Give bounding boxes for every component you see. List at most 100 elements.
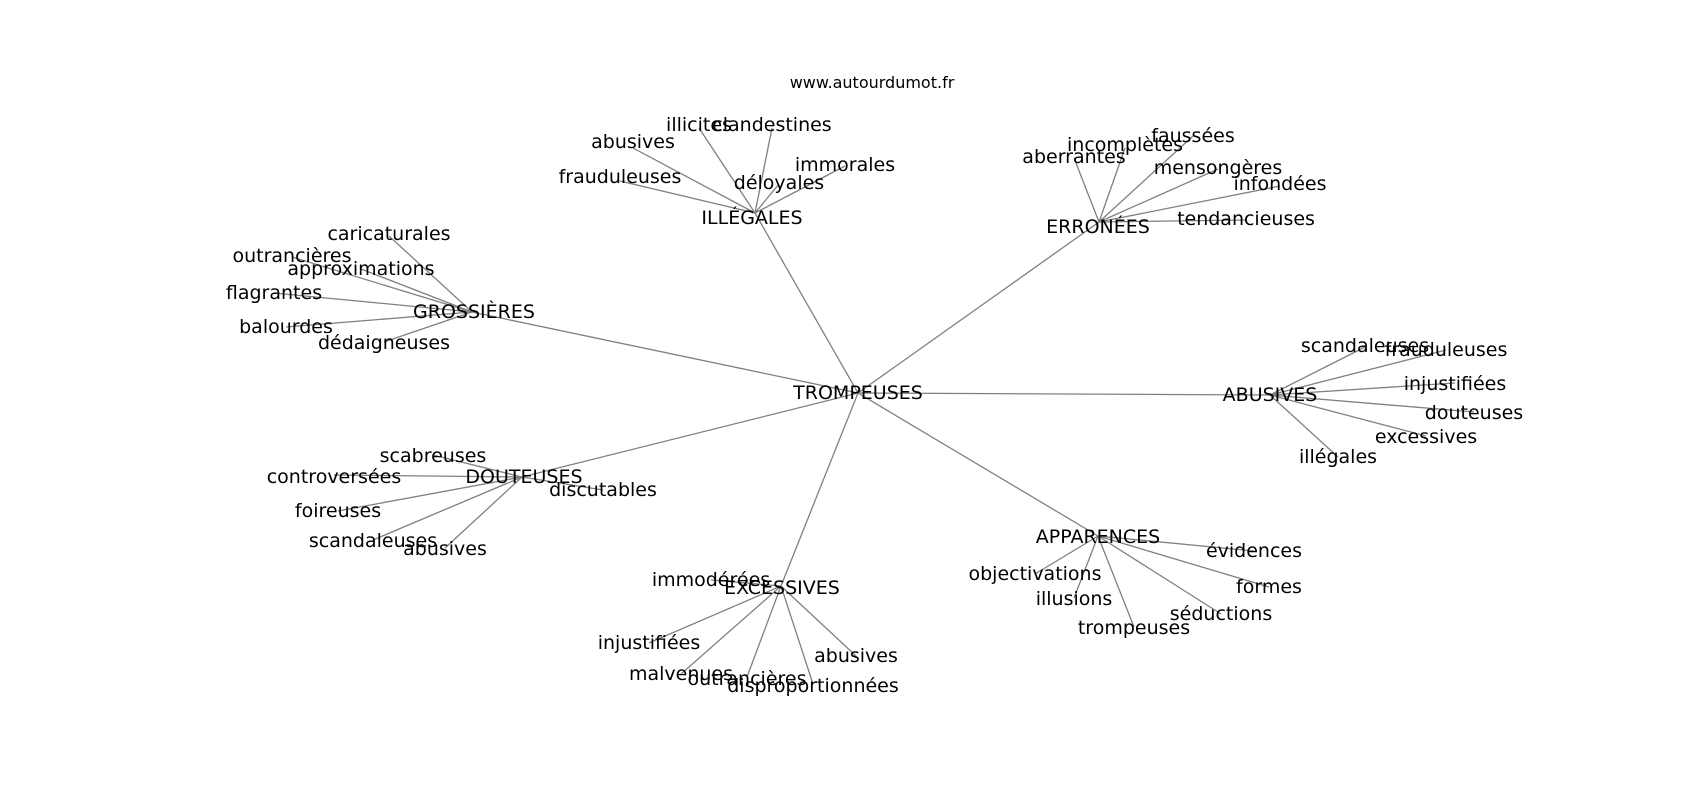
edge-group-6-leaf-5 (780, 585, 814, 685)
edge-group-3-leaf-2 (1269, 382, 1456, 396)
edge-group-1-leaf-0 (1073, 157, 1100, 223)
leaf-node-label[interactable]: immorales (795, 154, 895, 176)
edge-group-2-leaf-5 (383, 311, 473, 343)
leaf-node-label[interactable]: excessives (1375, 426, 1477, 448)
leaf-node-label[interactable]: trompeuses (1078, 617, 1190, 639)
edge-group-1-leaf-5 (1098, 219, 1247, 223)
edge-group-3-leaf-5 (1269, 394, 1339, 458)
leaf-node-label[interactable]: foireuses (295, 500, 381, 522)
edge-group-2-leaf-3 (273, 292, 473, 313)
leaf-node-label[interactable]: approximations (287, 258, 434, 280)
edge-group-6-leaf-0 (710, 579, 782, 587)
leaf-node-label[interactable]: abusives (814, 645, 898, 667)
group-node-label[interactable]: ERRONÉES (1046, 215, 1150, 238)
edge-group-5-leaf-4 (1097, 535, 1222, 615)
edge-center-to-5 (857, 392, 1099, 537)
leaf-node-label[interactable]: objectivations (968, 563, 1101, 585)
leaf-node-label[interactable]: déloyales (734, 172, 824, 194)
edge-group-4-leaf-1 (333, 474, 523, 478)
edge-group-0-leaf-5 (619, 180, 756, 214)
leaf-node-label[interactable]: incomplètes (1067, 134, 1183, 156)
leaf-node-label[interactable]: clandestines (712, 114, 831, 136)
leaf-node-label[interactable]: caricaturales (327, 223, 450, 245)
edge-group-4-leaf-2 (521, 476, 604, 491)
edge-group-0-leaf-4 (754, 183, 780, 214)
leaf-node-label[interactable]: faussées (1151, 125, 1234, 147)
edge-group-6-leaf-4 (746, 585, 782, 678)
leaf-node-label[interactable]: immodérées (652, 569, 770, 591)
edge-group-0-leaf-1 (754, 127, 773, 214)
edge-group-3-leaf-4 (1269, 394, 1427, 437)
edge-group-1-leaf-3 (1098, 168, 1219, 223)
edge-group-5-leaf-0 (1097, 535, 1255, 552)
group-node-label[interactable]: DOUTEUSES (465, 466, 582, 488)
leaf-node-label[interactable]: balourdes (239, 316, 333, 338)
edge-center-to-6 (780, 392, 859, 587)
source-url: www.autourdumot.fr (790, 73, 955, 92)
edge-center-to-1 (857, 221, 1100, 394)
leaf-node-label[interactable]: abusives (591, 131, 675, 153)
edge-center-to-4 (521, 392, 859, 478)
edge-group-1-leaf-4 (1098, 185, 1281, 223)
edge-group-6-leaf-2 (780, 585, 857, 657)
group-node-label[interactable]: GROSSIÈRES (413, 300, 535, 323)
leaf-node-label[interactable]: injustifiées (598, 632, 701, 654)
edge-group-0-leaf-2 (632, 147, 756, 214)
leaf-node-label[interactable]: flagrantes (226, 282, 322, 304)
group-node-label[interactable]: ABUSIVES (1223, 384, 1318, 406)
edge-group-1-leaf-2 (1098, 135, 1194, 223)
leaf-node-label[interactable]: formes (1236, 576, 1302, 598)
edge-group-5-leaf-2 (1097, 535, 1270, 588)
leaf-node-label[interactable]: outrancières (232, 245, 351, 267)
leaf-node-label[interactable]: controversées (267, 466, 402, 488)
group-node-label[interactable]: EXCESSIVES (724, 577, 840, 599)
center-node-label[interactable]: TROMPEUSES (792, 382, 923, 404)
edge-center-to-3 (857, 392, 1271, 396)
leaf-node-label[interactable]: séductions (1170, 603, 1272, 625)
leaf-node-label[interactable]: dédaigneuses (318, 332, 450, 354)
leaf-node-label[interactable]: scabreuses (380, 445, 487, 467)
edge-group-0-leaf-0 (698, 127, 756, 214)
edge-group-4-leaf-5 (444, 476, 523, 549)
edge-group-2-leaf-4 (285, 311, 473, 328)
leaf-node-label[interactable]: scandaleuses (1301, 335, 1429, 357)
group-node-label[interactable]: ILLÉGALES (701, 206, 802, 229)
leaf-node-label[interactable]: malvenues (629, 663, 733, 685)
leaf-node-label[interactable]: frauduleuses (1385, 339, 1508, 361)
edge-center-to-0 (754, 212, 859, 394)
leaf-node-label[interactable]: frauduleuses (559, 166, 682, 188)
leaf-node-label[interactable]: illusions (1036, 588, 1113, 610)
leaf-node-label[interactable]: évidences (1206, 540, 1302, 562)
edge-group-2-leaf-2 (360, 268, 473, 313)
edge-group-5-leaf-1 (1034, 535, 1099, 575)
leaf-node-label[interactable]: scandaleuses (309, 530, 437, 552)
edge-center-to-2 (471, 311, 859, 394)
edge-group-2-leaf-0 (388, 235, 473, 313)
edge-group-6-leaf-3 (680, 585, 782, 675)
leaf-node-label[interactable]: outrancières (687, 668, 806, 690)
leaf-node-label[interactable]: aberrantes (1022, 146, 1125, 168)
group-node-label[interactable]: APPARENCES (1036, 526, 1160, 548)
leaf-node-label[interactable]: illégales (1299, 446, 1377, 468)
edge-group-1-leaf-1 (1098, 147, 1126, 223)
leaf-node-label[interactable]: injustifiées (1404, 373, 1507, 395)
leaf-node-label[interactable]: discutables (549, 479, 657, 501)
edge-group-4-leaf-4 (372, 476, 523, 541)
leaf-node-label[interactable]: tendancieuses (1177, 208, 1315, 230)
leaf-node-label[interactable]: mensongères (1154, 157, 1283, 179)
edge-group-5-leaf-3 (1073, 535, 1099, 599)
leaf-node-label[interactable]: illicites (666, 114, 732, 136)
edge-group-5-leaf-5 (1097, 535, 1135, 628)
edge-group-3-leaf-3 (1269, 394, 1475, 413)
edge-group-3-leaf-0 (1269, 346, 1366, 396)
edge-group-0-leaf-3 (754, 165, 846, 214)
edge-group-2-leaf-1 (291, 256, 473, 313)
edge-group-3-leaf-1 (1269, 349, 1447, 396)
edges-layer (273, 127, 1475, 685)
leaf-node-label[interactable]: disproportionnées (727, 675, 899, 697)
leaf-node-label[interactable]: douteuses (1425, 402, 1523, 424)
leaf-node-label[interactable]: abusives (403, 538, 487, 560)
leaf-node-label[interactable]: infondées (1233, 173, 1326, 195)
